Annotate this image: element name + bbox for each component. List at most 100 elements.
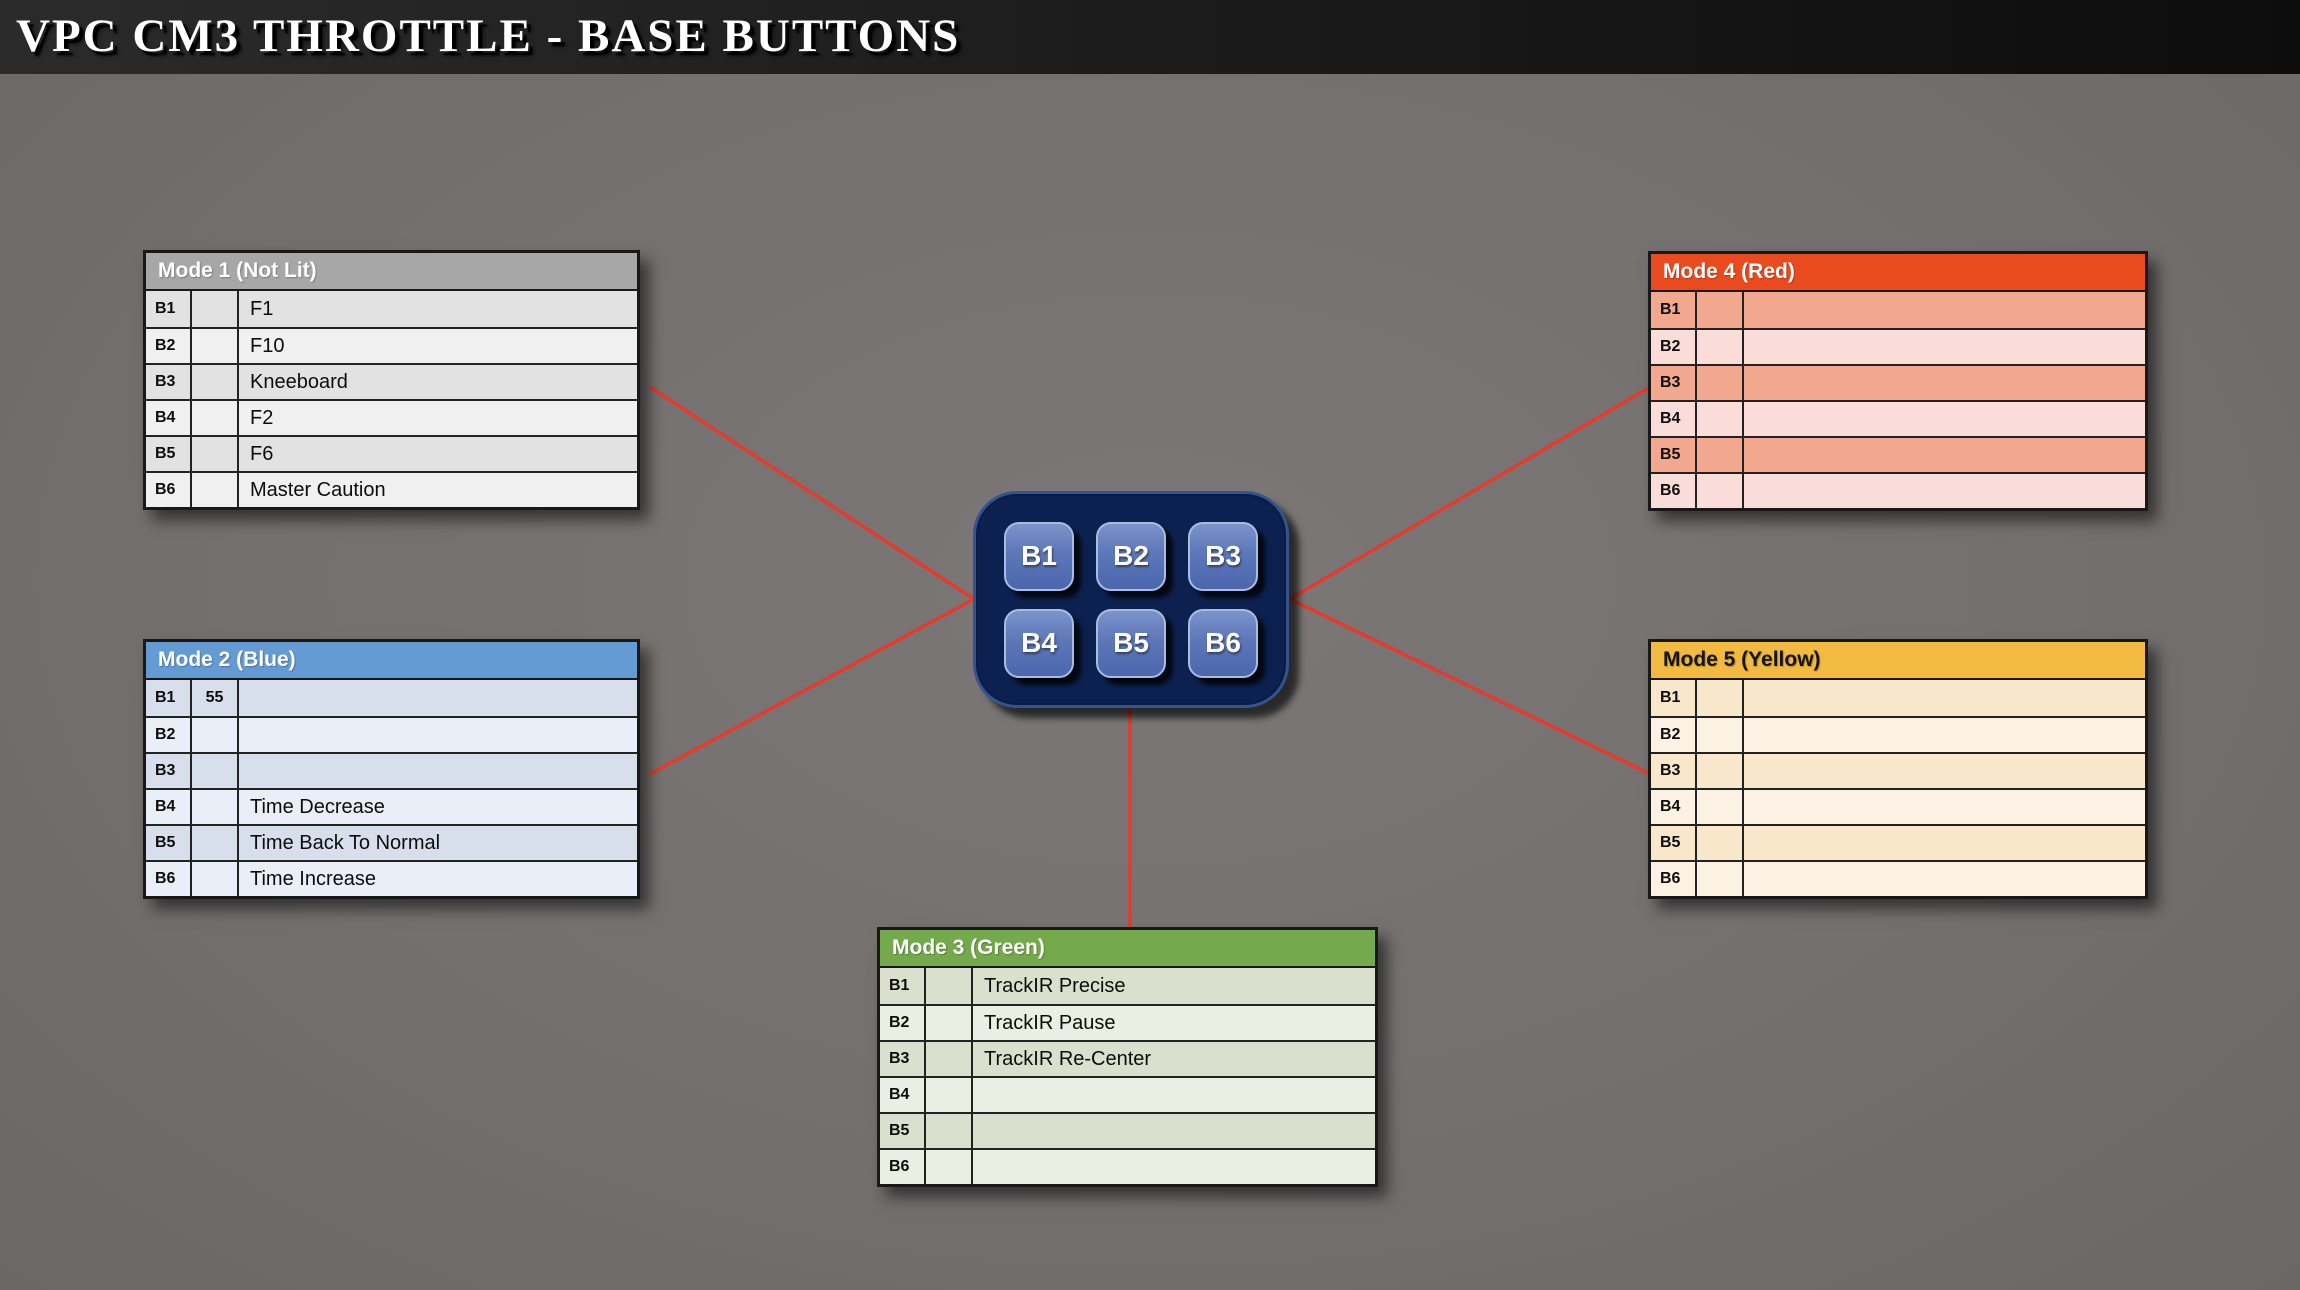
mode-4-header: Mode 4 (Red) (1651, 254, 2145, 292)
throttle-base-button-pad: B1 B2 B3 B4 B5 B6 (973, 491, 1289, 708)
mid-value-cell (926, 1006, 973, 1040)
button-id-cell: B2 (146, 329, 192, 363)
button-id-cell: B1 (1651, 680, 1697, 716)
mid-value-cell (192, 329, 239, 363)
button-id-cell: B2 (146, 718, 192, 752)
mid-value-cell (926, 1150, 973, 1184)
mid-value-cell (1697, 790, 1744, 824)
button-id-cell: B4 (146, 790, 192, 824)
mid-value-cell (926, 968, 973, 1004)
button-id-cell: B3 (146, 365, 192, 399)
action-cell (1744, 826, 2145, 860)
mid-value-cell (192, 826, 239, 860)
mid-value-cell (1697, 474, 1744, 508)
mid-value-cell (1697, 718, 1744, 752)
mode-row-b3: B3 (146, 752, 637, 788)
mid-value-cell (1697, 862, 1744, 896)
connector-pad-to-mode1 (649, 385, 975, 601)
pad-button-b4[interactable]: B4 (1004, 608, 1074, 678)
action-cell (239, 718, 637, 752)
mode-row-b2: B2 (1651, 328, 2145, 364)
mid-value-cell (192, 754, 239, 788)
mid-value-cell (1697, 292, 1744, 328)
pad-button-b1[interactable]: B1 (1004, 521, 1074, 591)
connector-pad-to-mode2 (649, 597, 975, 776)
pad-button-b2[interactable]: B2 (1096, 521, 1166, 591)
mid-value-cell (192, 473, 239, 507)
action-cell: TrackIR Re-Center (984, 1047, 1152, 1070)
action-cell (1744, 438, 2145, 472)
mode-row-b5: B5 (1651, 436, 2145, 472)
action-cell: TrackIR Precise (984, 974, 1126, 997)
pad-button-b6[interactable]: B6 (1188, 608, 1258, 678)
button-id-cell: B6 (1651, 862, 1697, 896)
mid-value-cell (926, 1078, 973, 1112)
mid-value-cell (1697, 438, 1744, 472)
action-cell (1744, 402, 2145, 436)
mode-row-b6: B6 (1651, 860, 2145, 896)
connector-pad-to-mode4 (1289, 385, 1651, 601)
mode-row-b4: B4 (1651, 400, 2145, 436)
mode-row-b5: B5 (1651, 824, 2145, 860)
button-id-cell: B3 (1651, 366, 1697, 400)
mid-value-cell: 55 (192, 680, 239, 716)
mode-row-b4: B4 (880, 1076, 1375, 1112)
mode-row-b3: B3 (1651, 364, 2145, 400)
mid-value-cell (1697, 402, 1744, 436)
page-title: VPC CM3 THROTTLE - BASE BUTTONS (16, 9, 961, 62)
mid-value-cell (192, 365, 239, 399)
mode-row-b1: B1 TrackIR Precise (880, 968, 1375, 1004)
button-id-cell: B1 (146, 291, 192, 327)
action-cell (973, 1078, 1375, 1112)
mid-value-cell (926, 1114, 973, 1148)
button-id-cell: B3 (1651, 754, 1697, 788)
mid-value-cell (192, 401, 239, 435)
button-id-cell: B5 (1651, 826, 1697, 860)
button-id-cell: B6 (146, 473, 192, 507)
mid-value-cell (192, 790, 239, 824)
button-id-cell: B1 (146, 680, 192, 716)
button-id-cell: B4 (1651, 790, 1697, 824)
button-id-cell: B4 (1651, 402, 1697, 436)
mode-row-b1: B1 (1651, 680, 2145, 716)
action-cell (1744, 366, 2145, 400)
action-cell (1744, 330, 2145, 364)
button-id-cell: B1 (880, 968, 926, 1004)
button-id-cell: B2 (1651, 718, 1697, 752)
button-id-cell: B4 (880, 1078, 926, 1112)
mid-value-cell (192, 291, 239, 327)
button-id-cell: B6 (1651, 474, 1697, 508)
action-cell (1744, 718, 2145, 752)
pad-button-b5[interactable]: B5 (1096, 608, 1166, 678)
mode-row-b1: B1 (1651, 292, 2145, 328)
action-cell (1744, 862, 2145, 896)
action-cell (1744, 680, 2145, 716)
button-id-cell: B5 (146, 826, 192, 860)
action-cell (1744, 292, 2145, 328)
pad-button-b3[interactable]: B3 (1188, 521, 1258, 591)
mode-row-b3: B3 (1651, 752, 2145, 788)
mid-value-cell (1697, 330, 1744, 364)
mid-value-cell (192, 718, 239, 752)
button-id-cell: B4 (146, 401, 192, 435)
button-id-cell: B5 (146, 437, 192, 471)
button-id-cell: B6 (146, 862, 192, 896)
